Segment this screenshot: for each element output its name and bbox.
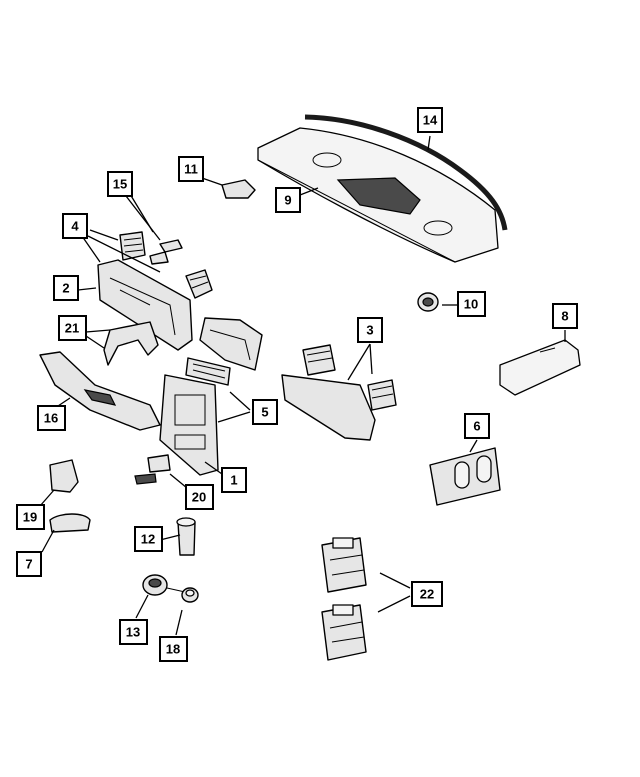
svg-text:21: 21 xyxy=(65,321,79,336)
svg-text:18: 18 xyxy=(166,642,180,657)
callout-11: 11 xyxy=(178,156,204,182)
svg-text:6: 6 xyxy=(473,419,480,434)
part-mount-bracket xyxy=(49,459,79,493)
callout-7: 7 xyxy=(16,551,42,577)
part-switch-modules xyxy=(321,537,367,661)
callout-10: 10 xyxy=(457,291,486,317)
callout-18: 18 xyxy=(159,636,188,662)
svg-text:15: 15 xyxy=(113,177,127,192)
part-switch-plate xyxy=(429,447,501,506)
callout-4: 4 xyxy=(62,213,88,239)
part-vent-clips xyxy=(149,239,183,265)
part-switch-bracket xyxy=(134,454,171,485)
part-control-knobs xyxy=(142,574,199,603)
part-windshield-seal xyxy=(304,114,508,231)
callout-2: 2 xyxy=(53,275,79,301)
part-center-air-outlets xyxy=(185,357,231,386)
callout-22: 22 xyxy=(411,581,443,607)
part-bezel-clip xyxy=(221,179,256,199)
callout-8: 8 xyxy=(552,303,578,329)
svg-text:22: 22 xyxy=(420,587,434,602)
callout-19: 19 xyxy=(16,504,45,530)
part-lower-trim xyxy=(39,351,161,431)
callout-9: 9 xyxy=(275,187,301,213)
callout-14: 14 xyxy=(417,107,443,133)
callout-12: 12 xyxy=(134,526,163,552)
svg-text:5: 5 xyxy=(261,405,268,420)
callout-20: 20 xyxy=(185,484,214,510)
part-center-bezel xyxy=(159,374,219,476)
part-passenger-outlets xyxy=(281,344,397,441)
part-cluster-trim xyxy=(103,321,159,366)
svg-text:12: 12 xyxy=(141,532,155,547)
svg-text:8: 8 xyxy=(561,309,568,324)
svg-text:20: 20 xyxy=(192,490,206,505)
part-dash-top-panel xyxy=(257,127,499,263)
svg-text:1: 1 xyxy=(230,473,237,488)
svg-text:10: 10 xyxy=(464,297,478,312)
callout-5: 5 xyxy=(252,399,278,425)
part-cluster-bezel xyxy=(97,259,193,351)
svg-text:16: 16 xyxy=(44,411,58,426)
svg-text:4: 4 xyxy=(71,219,79,234)
svg-text:7: 7 xyxy=(25,557,32,572)
svg-text:13: 13 xyxy=(126,625,140,640)
svg-text:19: 19 xyxy=(23,510,37,525)
svg-text:2: 2 xyxy=(62,281,69,296)
callout-16: 16 xyxy=(37,405,66,431)
svg-text:3: 3 xyxy=(366,323,373,338)
svg-text:9: 9 xyxy=(284,193,291,208)
callout-15: 15 xyxy=(107,171,133,197)
callout-3: 3 xyxy=(357,317,383,343)
callout-21: 21 xyxy=(58,315,87,341)
callout-13: 13 xyxy=(119,619,148,645)
part-air-outlets-upper xyxy=(119,231,213,299)
part-knob xyxy=(417,292,439,312)
leader-lines xyxy=(39,135,566,636)
callout-1: 1 xyxy=(221,467,247,493)
part-center-duct xyxy=(199,317,263,371)
svg-text:11: 11 xyxy=(184,162,198,177)
part-power-outlet xyxy=(176,517,196,556)
part-glove-box-door xyxy=(499,339,581,396)
part-cover xyxy=(49,513,91,533)
callout-6: 6 xyxy=(464,413,490,439)
svg-text:14: 14 xyxy=(423,113,438,128)
